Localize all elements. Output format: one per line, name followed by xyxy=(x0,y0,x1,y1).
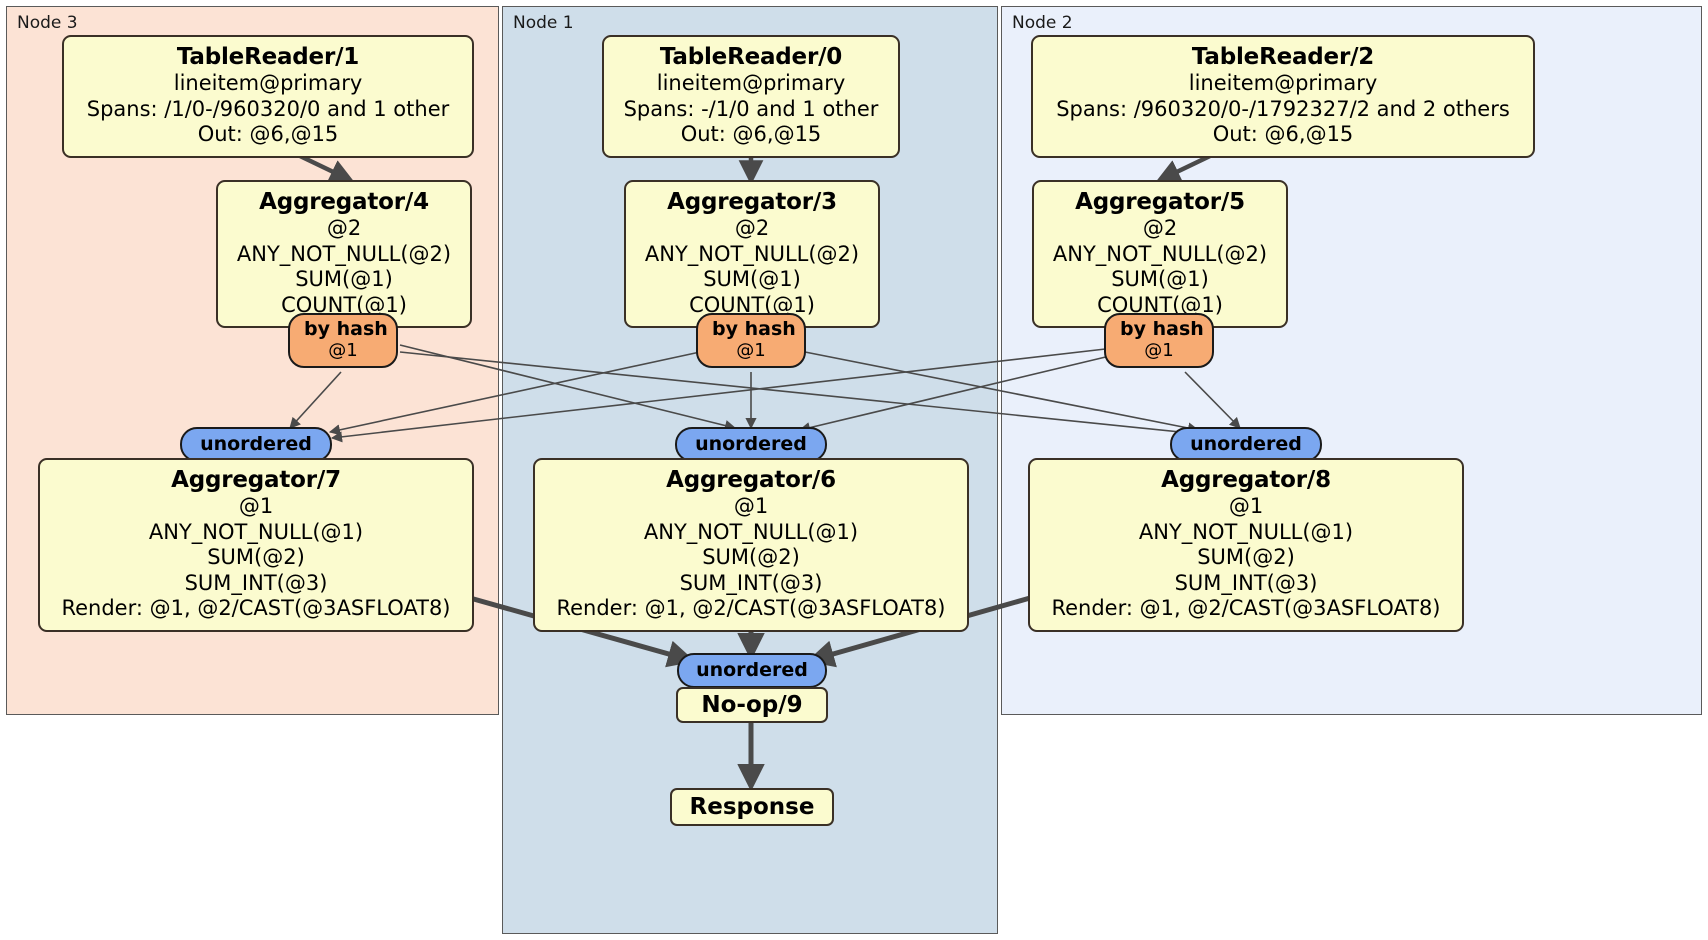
processor-line: SUM_INT(@3) xyxy=(1174,570,1318,595)
processor-line: COUNT(@1) xyxy=(281,292,407,317)
node-panel-label-node2: Node 2 xyxy=(1012,13,1073,33)
processor-line: SUM_INT(@3) xyxy=(184,570,328,595)
processor-line: @2 xyxy=(326,216,362,241)
router-hash-left[interactable]: by hash @1 xyxy=(288,313,398,368)
synchronizer-kind: unordered xyxy=(200,433,312,455)
synchronizer-unordered-right[interactable]: unordered xyxy=(1170,427,1322,463)
processor-line: @1 xyxy=(733,494,769,519)
processor-line: ANY_NOT_NULL(@2) xyxy=(644,241,860,266)
processor-line: COUNT(@1) xyxy=(1097,292,1223,317)
processor-title: TableReader/2 xyxy=(1191,44,1375,70)
processor-line: lineitem@primary xyxy=(1188,71,1378,96)
processor-table-reader-0[interactable]: TableReader/0 lineitem@primary Spans: -/… xyxy=(602,35,900,158)
processor-line: SUM(@2) xyxy=(702,545,800,570)
processor-line: Spans: /960320/0-/1792327/2 and 2 others xyxy=(1056,96,1510,121)
synchronizer-kind: unordered xyxy=(1190,433,1302,455)
processor-table-reader-2[interactable]: TableReader/2 lineitem@primary Spans: /9… xyxy=(1031,35,1535,158)
processor-aggregator-4[interactable]: Aggregator/4 @2 ANY_NOT_NULL(@2) SUM(@1)… xyxy=(216,180,472,329)
synchronizer-unordered-final[interactable]: unordered xyxy=(677,653,827,689)
processor-title: Aggregator/8 xyxy=(1161,467,1331,493)
processor-line: Spans: -/1/0 and 1 other xyxy=(623,96,879,121)
processor-line: Out: @6,@15 xyxy=(197,122,339,147)
processor-line: Out: @6,@15 xyxy=(1212,122,1354,147)
processor-table-reader-1[interactable]: TableReader/1 lineitem@primary Spans: /1… xyxy=(62,35,474,158)
processor-line: @1 xyxy=(238,494,274,519)
processor-line: @2 xyxy=(734,216,770,241)
processor-line: ANY_NOT_NULL(@1) xyxy=(643,519,859,544)
processor-line: SUM(@1) xyxy=(295,267,393,292)
processor-title: TableReader/1 xyxy=(176,44,360,70)
synchronizer-kind: unordered xyxy=(695,433,807,455)
processor-title: Aggregator/3 xyxy=(667,189,837,215)
processor-line: SUM(@1) xyxy=(1111,267,1209,292)
processor-line: ANY_NOT_NULL(@2) xyxy=(1052,241,1268,266)
processor-response[interactable]: Response xyxy=(670,788,834,826)
processor-title: Aggregator/4 xyxy=(259,189,429,215)
processor-title: Aggregator/6 xyxy=(666,467,836,493)
router-kind: by hash xyxy=(1120,318,1204,340)
processor-line: SUM(@2) xyxy=(1197,545,1295,570)
processor-title: No-op/9 xyxy=(701,692,803,718)
router-hash-right[interactable]: by hash @1 xyxy=(1104,313,1214,368)
processor-line: ANY_NOT_NULL(@2) xyxy=(236,241,452,266)
processor-line: COUNT(@1) xyxy=(689,292,815,317)
router-column: @1 xyxy=(736,340,766,362)
processor-line: SUM(@1) xyxy=(703,267,801,292)
processor-line: @2 xyxy=(1142,216,1178,241)
router-kind: by hash xyxy=(304,318,388,340)
processor-aggregator-7[interactable]: Aggregator/7 @1 ANY_NOT_NULL(@1) SUM(@2)… xyxy=(38,458,474,633)
processor-line: SUM_INT(@3) xyxy=(679,570,823,595)
processor-line: lineitem@primary xyxy=(173,71,363,96)
router-column: @1 xyxy=(328,340,358,362)
processor-title: Response xyxy=(689,794,815,820)
synchronizer-unordered-mid[interactable]: unordered xyxy=(675,427,827,463)
node-panel-label-node3: Node 3 xyxy=(17,13,78,33)
node-panel-label-node1: Node 1 xyxy=(513,13,574,33)
processor-line: Out: @6,@15 xyxy=(680,122,822,147)
processor-line: Render: @1, @2/CAST(@3ASFLOAT8) xyxy=(61,596,451,621)
processor-line: Render: @1, @2/CAST(@3ASFLOAT8) xyxy=(1051,596,1441,621)
processor-line: @1 xyxy=(1228,494,1264,519)
processor-title: TableReader/0 xyxy=(659,44,843,70)
processor-line: Render: @1, @2/CAST(@3ASFLOAT8) xyxy=(556,596,946,621)
processor-line: lineitem@primary xyxy=(656,71,846,96)
router-column: @1 xyxy=(1144,340,1174,362)
synchronizer-kind: unordered xyxy=(696,659,808,681)
processor-aggregator-8[interactable]: Aggregator/8 @1 ANY_NOT_NULL(@1) SUM(@2)… xyxy=(1028,458,1464,633)
router-hash-mid[interactable]: by hash @1 xyxy=(696,313,806,368)
processor-no-op-9[interactable]: No-op/9 xyxy=(676,687,828,723)
processor-line: ANY_NOT_NULL(@1) xyxy=(148,519,364,544)
processor-line: SUM(@2) xyxy=(207,545,305,570)
processor-line: Spans: /1/0-/960320/0 and 1 other xyxy=(86,96,450,121)
processor-line: ANY_NOT_NULL(@1) xyxy=(1138,519,1354,544)
processor-title: Aggregator/7 xyxy=(171,467,341,493)
processor-aggregator-6[interactable]: Aggregator/6 @1 ANY_NOT_NULL(@1) SUM(@2)… xyxy=(533,458,969,633)
processor-title: Aggregator/5 xyxy=(1075,189,1245,215)
processor-aggregator-5[interactable]: Aggregator/5 @2 ANY_NOT_NULL(@2) SUM(@1)… xyxy=(1032,180,1288,329)
processor-aggregator-3[interactable]: Aggregator/3 @2 ANY_NOT_NULL(@2) SUM(@1)… xyxy=(624,180,880,329)
router-kind: by hash xyxy=(712,318,796,340)
